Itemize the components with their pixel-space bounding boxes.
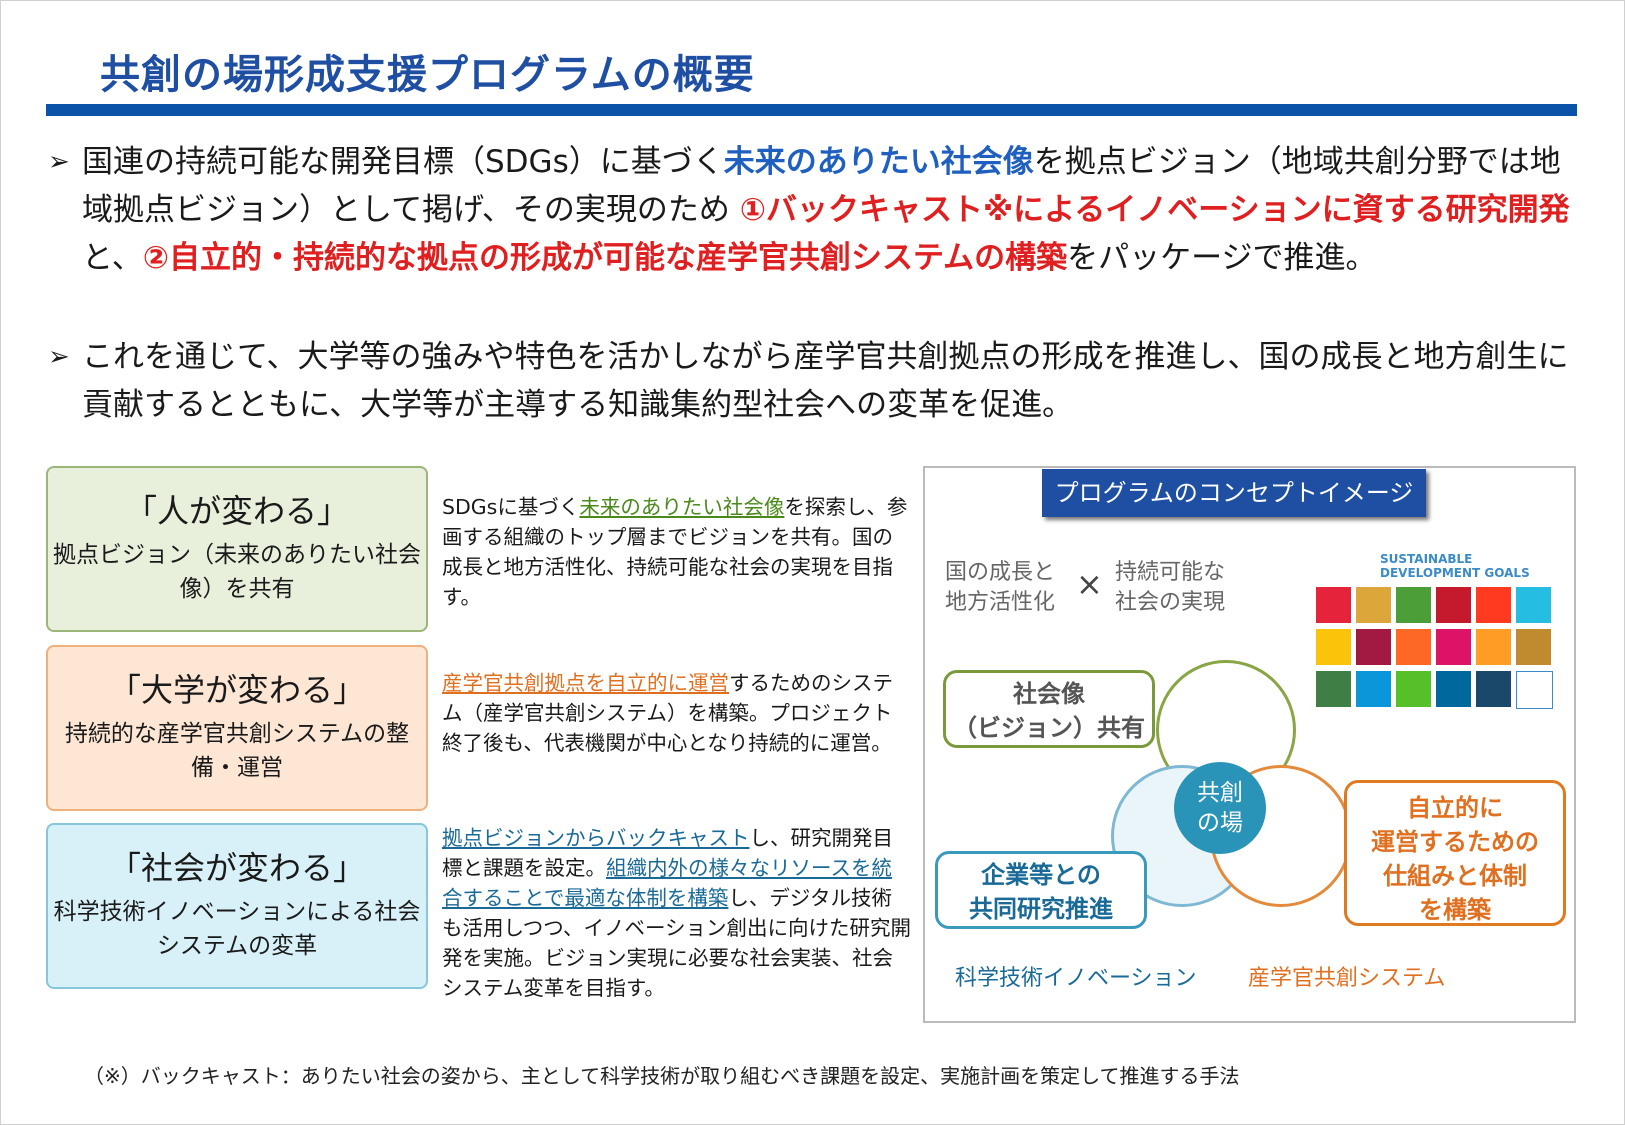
growth-text: 国の成長と地方活性化 [945,560,1056,615]
sustainable-text: 持続可能な社会の実現 [1115,560,1226,615]
sdg-goal-icon [1356,587,1391,623]
bullet-1-text: 国連の持続可能な開発目標（SDGs）に基づく未来のありたい社会像を拠点ビジョン（… [82,144,1570,276]
sdg-goal-icon [1316,587,1351,623]
desc-society: 拠点ビジョンからバックキャストし、研究開発目標と課題を設定。組織内外の様々なリソ… [442,826,912,1000]
sdg-goal-icon [1476,671,1511,707]
footnote: （※）バックキャスト：ありたい社会の姿から、主として科学技術が取り組むべき課題を… [84,1064,1240,1088]
sdg-goal-icon [1356,629,1391,665]
box-heading: 「大学が変わる」 [108,671,365,709]
sdg-goal-icon [1436,671,1471,707]
sdg-goal-icon [1436,629,1471,665]
box-heading: 「社会が変わる」 [108,849,365,887]
sdg-goal-icon [1476,587,1511,623]
sdg-logo-text: SUSTAINABLE DEVELOPMENT GOALS [1380,552,1530,580]
label-cocreation-system: 産学官共創システム [1248,966,1446,991]
page-title: 共創の場形成支援プログラムの概要 [100,52,755,98]
sdg-goal-icon [1436,587,1471,623]
bubble-autonomous: 自立的に運営するための仕組みと体制を構築 [1344,780,1566,926]
sdg-goal-icon [1316,629,1351,665]
multiply-icon: × [1076,565,1103,603]
sdg-goal-icon [1516,629,1551,665]
bullet-arrow-icon: ➢ [48,147,70,177]
sdg-goal-icon [1316,671,1351,707]
box-people: 「人が変わる」 拠点ビジョン（未来のありたい社会像）を共有 [46,466,428,632]
sdg-goal-icon [1516,671,1553,709]
bullet-2: ➢ これを通じて、大学等の強みや特色を活かしながら産学官共創拠点の形成を推進し、… [48,333,1578,429]
concept-panel [923,466,1576,1023]
desc-university: 産学官共創拠点を自立的に運営するためのシステム（産学官共創システム）を構築。プロ… [442,671,893,755]
box-society: 「社会が変わる」 科学技術イノベーションによる社会システムの変革 [46,823,428,989]
box-subtext: 持続的な産学官共創システムの整備・運営 [64,721,410,781]
bubble-vision: 社会像（ビジョン）共有 [943,670,1155,748]
concept-panel-title: プログラムのコンセプトイメージ [1042,469,1426,517]
label-sti: 科学技術イノベーション [955,966,1197,991]
sdg-goal-icon [1516,587,1551,623]
sdg-goal-icon [1396,587,1431,623]
box-heading: 「人が変わる」 [124,492,349,530]
box-subtext: 拠点ビジョン（未来のありたい社会像）を共有 [53,542,421,602]
sdg-goal-icon [1476,629,1511,665]
sdg-goal-icon [1356,671,1391,707]
bullet-1: ➢ 国連の持続可能な開発目標（SDGs）に基づく未来のありたい社会像を拠点ビジョ… [48,138,1578,282]
box-subtext: 科学技術イノベーションによる社会システムの変革 [53,899,421,959]
bullet-2-text: これを通じて、大学等の強みや特色を活かしながら産学官共創拠点の形成を推進し、国の… [82,339,1569,423]
bullet-arrow-icon: ➢ [48,342,70,372]
sdg-goal-icon [1396,671,1431,707]
title-underline [46,104,1577,116]
box-university: 「大学が変わる」 持続的な産学官共創システムの整備・運営 [46,645,428,811]
desc-people: SDGsに基づく未来のありたい社会像を探索し、参画する組織のトップ層までビジョン… [442,495,908,609]
co-creation-center: 共創の場 [1174,762,1266,854]
bubble-joint-research: 企業等との共同研究推進 [935,851,1147,929]
sdg-goal-icon [1396,629,1431,665]
